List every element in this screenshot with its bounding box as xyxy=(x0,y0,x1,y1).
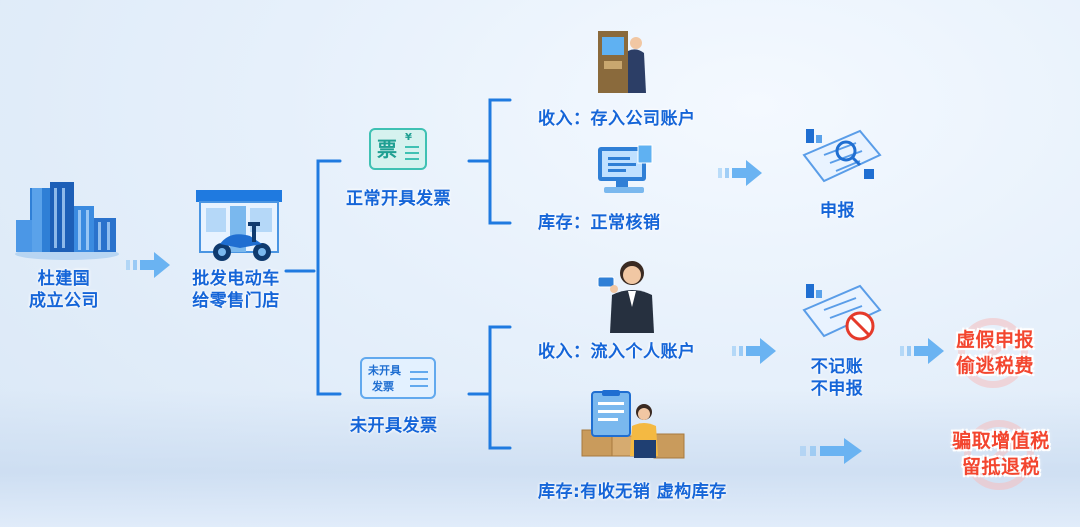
prohibition-sign-icon xyxy=(964,420,1034,490)
report-document-icon xyxy=(802,129,882,183)
abnormal-inventory-label: 库存:有收无销 虚构库存 xyxy=(538,482,727,502)
prohibition-sign-icon xyxy=(958,318,1028,388)
declare-label: 申报 xyxy=(820,201,855,221)
woman-card-icon xyxy=(597,261,654,333)
store-scooter-icon xyxy=(196,190,282,261)
abnormal-income-label: 收入：流入个人账户 xyxy=(538,342,696,362)
computer-icon xyxy=(598,144,653,193)
normal-invoice-label: 正常开具发票 xyxy=(346,189,451,209)
background-haze xyxy=(0,390,1080,527)
inventory-clipboard-icon xyxy=(581,390,685,459)
store-label: 批发电动车 给零售门店 xyxy=(192,269,280,311)
office-building-icon xyxy=(15,182,119,260)
arrow-icon xyxy=(126,252,170,278)
arrow-icon xyxy=(718,160,762,186)
no-invoice-label: 未开具发票 xyxy=(350,416,438,436)
normal-income-label: 收入：存入公司账户 xyxy=(538,109,696,129)
normal-inventory-label: 库存：正常核销 xyxy=(538,213,661,233)
evasion-result-label: 虚假申报 偷逃税费 xyxy=(955,329,1034,377)
no-record-label: 不记账 不申报 xyxy=(810,357,864,399)
atm-deposit-icon xyxy=(598,31,646,93)
no-invoice-icon: 未开具 发票 xyxy=(360,357,436,399)
arrow-icon xyxy=(900,338,944,364)
fraud-result-label: 骗取增值税 留抵退税 xyxy=(952,430,1050,478)
invoice-icon: 票 ¥ xyxy=(369,128,427,170)
arrow-icon xyxy=(732,338,776,364)
company-label: 杜建国 成立公司 xyxy=(29,269,99,311)
no-report-icon xyxy=(802,284,882,341)
arrow-icon xyxy=(800,438,862,464)
